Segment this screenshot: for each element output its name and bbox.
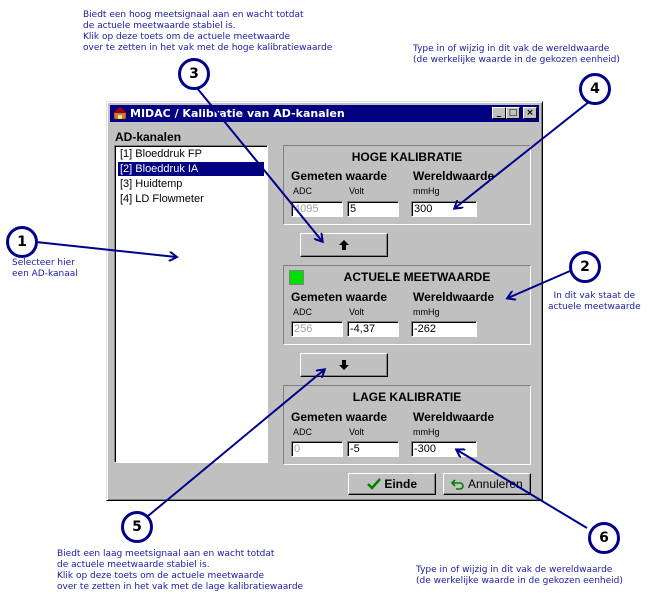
checkmark-icon [367, 478, 381, 490]
annotation-line: over te zetten in het vak met de lage ka… [57, 582, 304, 592]
measured-label: Gemeten waarde [291, 410, 388, 424]
annotation-marker-6: 6 [588, 522, 620, 554]
annotation-line: een AD-kanaal [12, 269, 78, 279]
arrow-1 [35, 241, 176, 257]
maximize-button[interactable]: □ [506, 107, 520, 119]
einde-button[interactable]: Einde [348, 473, 436, 495]
annotation-line: Biedt een laag meetsignaal aan en wacht … [57, 549, 275, 559]
status-indicator [289, 270, 304, 285]
einde-label: Einde [384, 477, 417, 491]
annotation-4-text: Type in of wijzig in dit vak de wereldwa… [413, 44, 620, 66]
world-unit: mmHg [413, 186, 440, 196]
adc-unit: ADC [293, 307, 313, 317]
low-adc-field: 0 [291, 441, 343, 457]
window-title: MIDAC / Kalibratie van AD-kanalen [130, 107, 345, 120]
adc-unit: ADC [293, 427, 313, 437]
title-bar[interactable]: MIDAC / Kalibratie van AD-kanalen _ □ × [110, 105, 539, 122]
low-volt-field: -5 [347, 441, 399, 457]
annotation-marker-4: 4 [579, 73, 611, 105]
arrow-2 [508, 270, 571, 298]
annotation-line: (de werkelijke waarde in de gekozen eenh… [416, 576, 623, 586]
annotation-6-text: Type in of wijzig in dit vak de wereldwa… [416, 565, 623, 587]
arrow-down-icon [339, 360, 349, 370]
low-calibration-title: LAGE KALIBRATIE [352, 390, 462, 404]
arrow-3 [196, 87, 322, 241]
app-icon [113, 107, 127, 120]
annotation-line: Selecteer hier [12, 258, 75, 268]
current-measurement-title: ACTUELE MEETWAARDE [343, 270, 491, 284]
annotation-marker-1: 1 [6, 226, 38, 258]
current-measurement-group [283, 265, 531, 345]
annotation-3-text: Biedt een hoog meetsignaal aan en wacht … [83, 10, 332, 54]
maximize-icon: □ [508, 108, 518, 118]
close-button[interactable]: × [523, 107, 537, 119]
world-unit: mmHg [413, 427, 440, 437]
annotation-line: (de werkelijke waarde in de gekozen eenh… [413, 55, 620, 65]
current-adc-field: 256 [291, 321, 343, 337]
channels-label: AD-kanalen [115, 130, 182, 144]
low-calibration-group [283, 385, 531, 465]
minimize-button[interactable]: _ [492, 107, 506, 119]
current-world-field: -262 [411, 321, 477, 337]
annotation-line: Type in of wijzig in dit vak de wereldwa… [413, 44, 610, 54]
annotation-2-text: In dit vak staat de actuele meetwaarde [548, 291, 641, 313]
world-label: Wereldwaarde [413, 410, 495, 424]
channel-list[interactable]: [1] Bloeddruk FP [2] Bloeddruk IA [3] Hu… [114, 145, 268, 463]
transfer-low-button[interactable] [300, 353, 388, 377]
volt-unit: Volt [349, 186, 365, 196]
annotation-line: actuele meetwaarde [548, 302, 641, 312]
arrow-6 [457, 450, 588, 529]
measured-label: Gemeten waarde [291, 169, 388, 183]
minimize-icon: _ [496, 108, 502, 118]
annotation-marker-2: 2 [569, 251, 601, 283]
volt-unit: Volt [349, 427, 365, 437]
annotation-line: Klik op deze toets om de actuele meetwaa… [57, 571, 265, 581]
annotation-line: de actuele meetwaarde stabiel is. [83, 21, 236, 31]
undo-icon [451, 479, 465, 490]
annuleren-button[interactable]: Annuleren [443, 473, 531, 495]
list-item[interactable]: [4] LD Flowmeter [120, 193, 204, 205]
annotation-marker-5: 5 [121, 511, 153, 543]
annotation-line: In dit vak staat de [553, 291, 636, 301]
high-adc-field: 4095 [291, 201, 343, 217]
annotation-marker-3: 3 [178, 58, 210, 90]
arrow-5 [147, 370, 324, 517]
high-calibration-group [283, 145, 531, 225]
annotation-line: Klik op deze toets om de actuele meetwaa… [83, 32, 291, 42]
adc-unit: ADC [293, 186, 313, 196]
list-item[interactable]: [3] Huidtemp [120, 178, 183, 190]
volt-unit: Volt [349, 307, 365, 317]
list-item-selected[interactable]: [2] Bloeddruk IA [118, 162, 264, 176]
list-item[interactable]: [1] Bloeddruk FP [120, 148, 202, 160]
current-volt-field: -4,37 [347, 321, 399, 337]
arrow-up-icon [339, 240, 349, 250]
annotation-line: de actuele meetwaarde stabiel is. [57, 560, 210, 570]
world-unit: mmHg [413, 307, 440, 317]
annotation-line: Type in of wijzig in dit vak de wereldwa… [416, 565, 613, 575]
arrow-4 [455, 100, 591, 208]
world-label: Wereldwaarde [413, 169, 495, 183]
annotation-line: over te zetten in het vak met de hoge ka… [83, 43, 333, 53]
high-calibration-title: HOGE KALIBRATIE [351, 150, 463, 164]
high-volt-field: 5 [347, 201, 399, 217]
close-icon: × [526, 108, 534, 118]
annotation-1-text: Selecteer hier een AD-kanaal [12, 258, 78, 280]
annotation-line: Biedt een hoog meetsignaal aan en wacht … [83, 10, 304, 20]
world-label: Wereldwaarde [413, 290, 495, 304]
measured-label: Gemeten waarde [291, 290, 388, 304]
annotation-5-text: Biedt een laag meetsignaal aan en wacht … [57, 549, 303, 593]
